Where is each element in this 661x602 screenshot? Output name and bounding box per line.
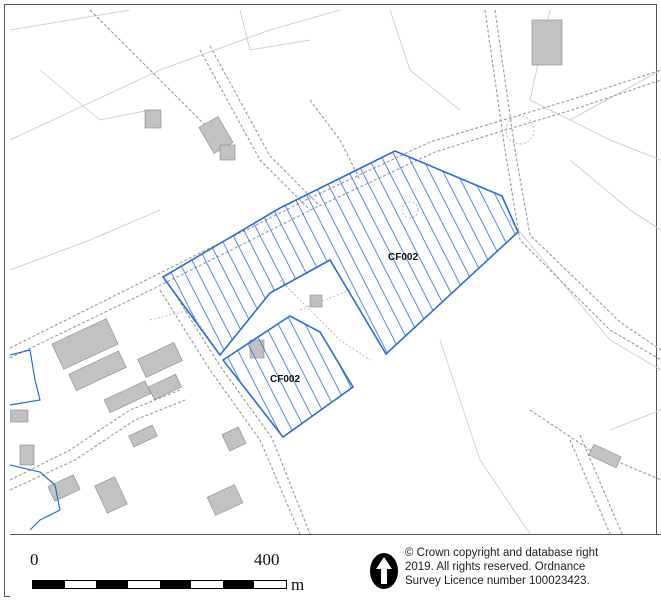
road-network <box>10 10 661 534</box>
scale-end-label: 400 <box>254 550 280 569</box>
scale-segment <box>191 581 223 588</box>
site-boundary[interactable] <box>161 150 519 439</box>
copyright-notice: © Crown copyright and database right 201… <box>405 547 599 587</box>
scale-segment <box>127 581 160 588</box>
scale-segment <box>64 581 97 588</box>
scale-start-label: 0 <box>30 550 39 569</box>
scale-unit-label: m <box>291 575 305 594</box>
map-footer: 0 400 m © Crown copyright and database r… <box>10 534 661 602</box>
scale-segment <box>159 581 192 588</box>
adjacent-boundaries <box>10 349 61 531</box>
parcel-label-south: CF002 <box>270 374 300 385</box>
scale-segment <box>96 581 128 588</box>
site-map[interactable]: CF002 CF002 <box>10 10 661 534</box>
scale-segment <box>222 581 255 588</box>
north-arrow-icon <box>370 553 398 589</box>
scale-segment <box>254 581 286 588</box>
parcel-cf002-south[interactable] <box>221 315 355 439</box>
parcel-cf002-north[interactable] <box>161 150 519 357</box>
buildings <box>10 19 622 516</box>
scale-segment <box>33 581 65 588</box>
field-boundaries <box>10 10 661 534</box>
map-frame: CF002 CF002 0 400 m © Crown copyright an… <box>4 4 661 602</box>
scale-bar <box>32 580 287 589</box>
parcel-label-north: CF002 <box>388 252 418 263</box>
